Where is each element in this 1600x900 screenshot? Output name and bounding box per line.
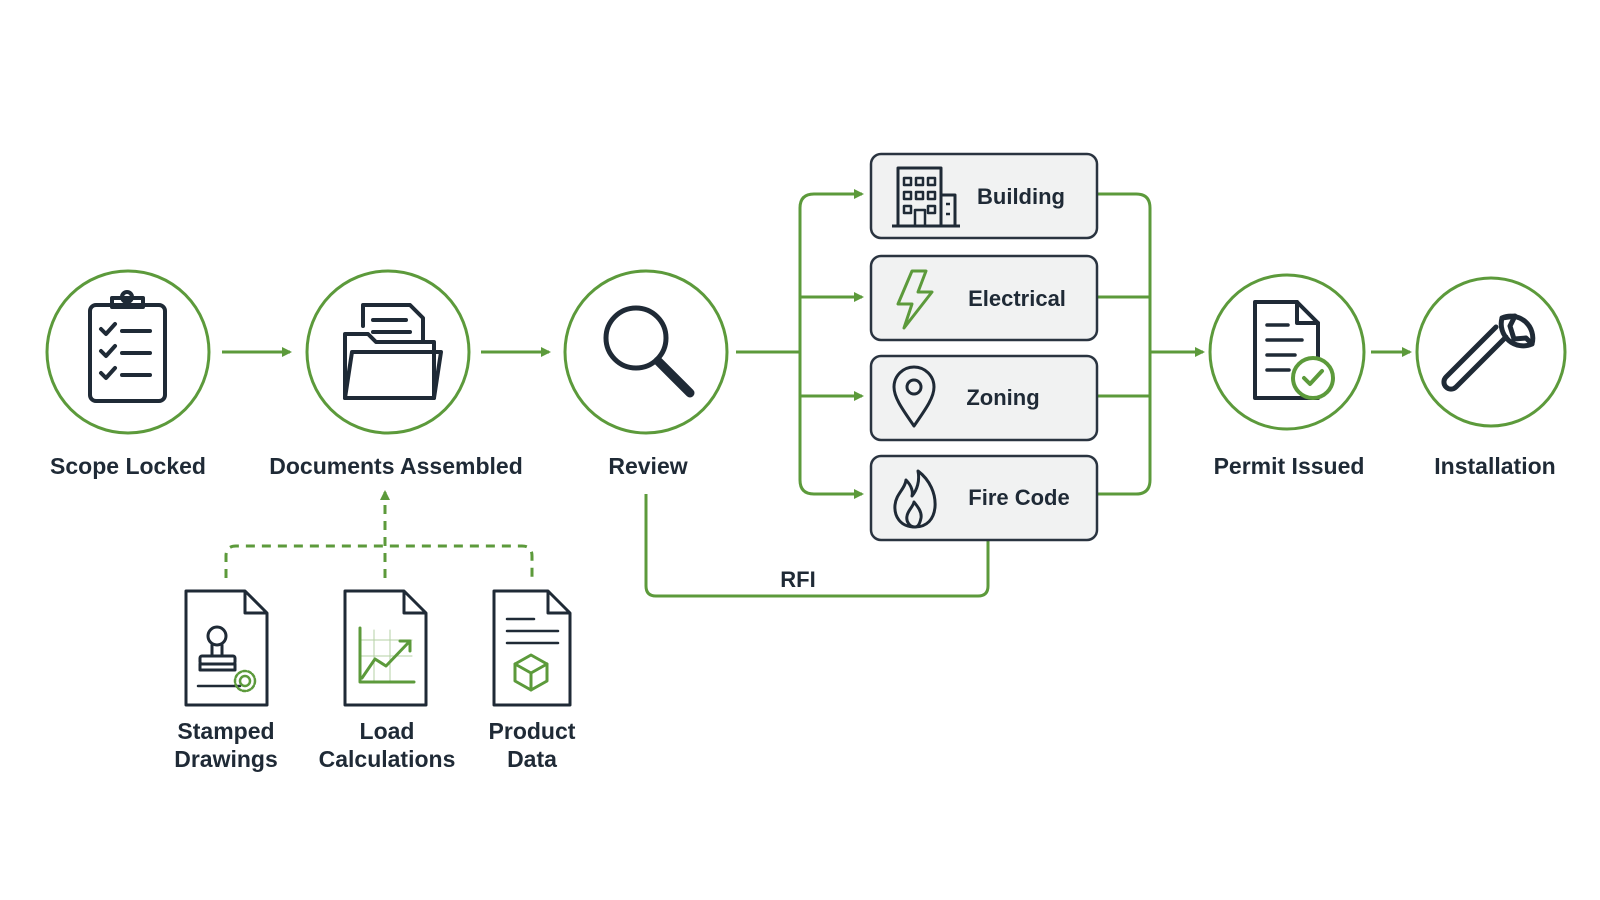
flame-icon — [893, 469, 937, 529]
wrench-icon — [1441, 313, 1536, 392]
chart-document-icon — [358, 626, 416, 684]
stage-label-permit-issued: Permit Issued — [1213, 453, 1365, 479]
review-label-fire-code: Fire Code — [968, 485, 1070, 510]
map-pin-icon — [892, 365, 936, 428]
lightning-icon — [896, 269, 934, 330]
stage-label-documents-assembled: Documents Assembled — [269, 453, 523, 479]
doc-stamped-drawings — [184, 589, 269, 707]
input-label-line1: Load — [359, 718, 415, 744]
stage-circle-review — [563, 269, 729, 435]
review-label-electrical: Electrical — [968, 286, 1066, 311]
input-label-line1: Stamped — [177, 718, 275, 744]
review-label-building: Building — [977, 184, 1065, 209]
connector-split-bus — [798, 192, 815, 496]
inputs-dashed-bus — [224, 544, 534, 578]
review-box-zoning — [869, 354, 1099, 442]
rfi-label: RFI — [780, 567, 816, 592]
stage-label-scope-locked: Scope Locked — [50, 453, 206, 479]
rfi-feedback-loop — [644, 494, 990, 598]
input-label-product-data: Product Data — [442, 717, 622, 773]
input-label-load-calculations: Load Calculations — [297, 717, 477, 773]
review-box-electrical — [869, 254, 1099, 342]
input-label-line2: Calculations — [318, 746, 456, 772]
stage-label-installation: Installation — [1434, 453, 1556, 479]
review-label-zoning: Zoning — [966, 385, 1040, 410]
connector-merge-bus — [1097, 192, 1152, 496]
review-box-building — [869, 152, 1099, 240]
input-label-line1: Product — [488, 718, 576, 744]
review-box-fire-code — [869, 454, 1099, 542]
stage-label-review: Review — [608, 453, 688, 479]
input-label-line2: Drawings — [174, 746, 278, 772]
folder-documents-icon — [343, 303, 443, 400]
doc-load-calculations — [343, 589, 428, 707]
input-label-line2: Data — [507, 746, 557, 772]
document-approved-icon — [1253, 300, 1335, 400]
clipboard-checklist-icon — [88, 290, 167, 403]
magnifier-icon — [603, 305, 695, 398]
stamped-document-icon — [196, 625, 257, 693]
box-document-icon — [505, 617, 560, 692]
input-label-stamped-drawings: Stamped Drawings — [136, 717, 316, 773]
building-icon — [892, 166, 960, 228]
